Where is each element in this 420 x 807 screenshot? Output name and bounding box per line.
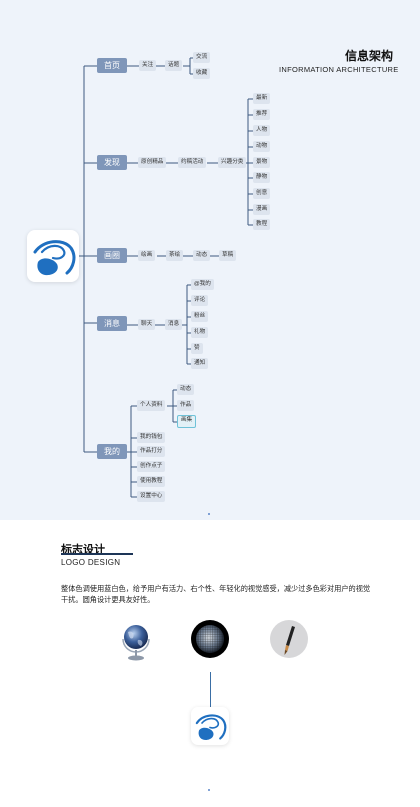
node-message-item: 评论 <box>191 295 209 306</box>
main-node-home: 首页 <box>97 58 127 73</box>
connector-line <box>210 672 211 708</box>
node-category: 景物 <box>253 157 271 168</box>
node-mine-item: 设置中心 <box>137 491 166 502</box>
node-category: 教程 <box>253 219 271 230</box>
node-msg: 消息 <box>165 319 183 330</box>
logo-icon <box>195 714 227 740</box>
node-follow: 关注 <box>139 60 157 71</box>
main-node-circle: 画圈 <box>97 248 127 263</box>
node-topic: 话题 <box>165 60 183 71</box>
node-message-item: @我的 <box>191 279 214 290</box>
root-logo-node <box>27 230 79 282</box>
node-chat: 聊天 <box>138 319 156 330</box>
node-category: 创意 <box>253 188 271 199</box>
main-node-discover: 发现 <box>97 155 127 170</box>
node-category: 推荐 <box>253 109 271 120</box>
node-collect: 收藏 <box>193 68 211 79</box>
node-profile-item: 作品 <box>177 400 195 411</box>
node-profile-item-highlight: 画集 <box>177 415 197 428</box>
node-original: 原创精品 <box>138 157 167 168</box>
information-architecture-section: 信息架构 INFORMATION ARCHITECTURE 首页 发现 画圈 消… <box>0 0 420 520</box>
node-category: 动物 <box>253 141 271 152</box>
node-message-item: 通知 <box>191 358 209 369</box>
node-category: 漫画 <box>253 204 271 215</box>
node-profile-item: 动态 <box>177 384 195 395</box>
node-profile: 个人资料 <box>137 400 166 411</box>
paintbrush-graphic <box>284 626 295 655</box>
node-mine-item: 创作点子 <box>137 461 166 472</box>
logo-description: 整体色调使用蓝白色，给予用户有活力、右个性、年轻化的视觉感受，减少过多色彩对用户… <box>61 584 371 604</box>
node-commission: 约稿活动 <box>178 157 207 168</box>
node-interest: 兴趣分类 <box>218 157 247 168</box>
node-message-item: 粉丝 <box>191 311 209 322</box>
disco-ball-icon <box>191 620 229 658</box>
node-dynamic: 动态 <box>193 250 211 261</box>
node-draft: 草稿 <box>219 250 237 261</box>
tree-connectors <box>78 57 253 498</box>
ia-subtitle: INFORMATION ARCHITECTURE <box>279 65 399 74</box>
main-node-mine: 我的 <box>97 444 127 459</box>
final-logo <box>191 707 229 745</box>
disco-ball-graphic <box>196 625 224 653</box>
node-category: 静物 <box>253 172 271 183</box>
node-painting: 绘画 <box>138 250 156 261</box>
node-category: 最新 <box>253 93 271 104</box>
node-tea: 茶绘 <box>166 250 184 261</box>
title-underline <box>61 553 133 555</box>
node-message-item: 赞 <box>191 343 203 354</box>
paintbrush-icon <box>270 620 308 658</box>
ia-title: 信息架构 <box>345 49 394 63</box>
divider-dot <box>208 789 210 791</box>
node-mine-item: 作品打分 <box>137 446 166 457</box>
node-message-item: 礼物 <box>191 327 209 338</box>
node-mine-item: 使用教程 <box>137 476 166 487</box>
divider-dot <box>208 513 210 515</box>
node-mine-item: 我的钱包 <box>137 432 166 443</box>
node-exchange: 交流 <box>193 52 211 63</box>
logo-icon <box>33 240 76 276</box>
logo-subtitle: LOGO DESIGN <box>61 558 121 567</box>
logo-title: 标志设计 <box>61 543 105 556</box>
node-category: 人物 <box>253 125 271 136</box>
globe-icon <box>122 625 150 661</box>
main-node-message: 消息 <box>97 316 127 331</box>
